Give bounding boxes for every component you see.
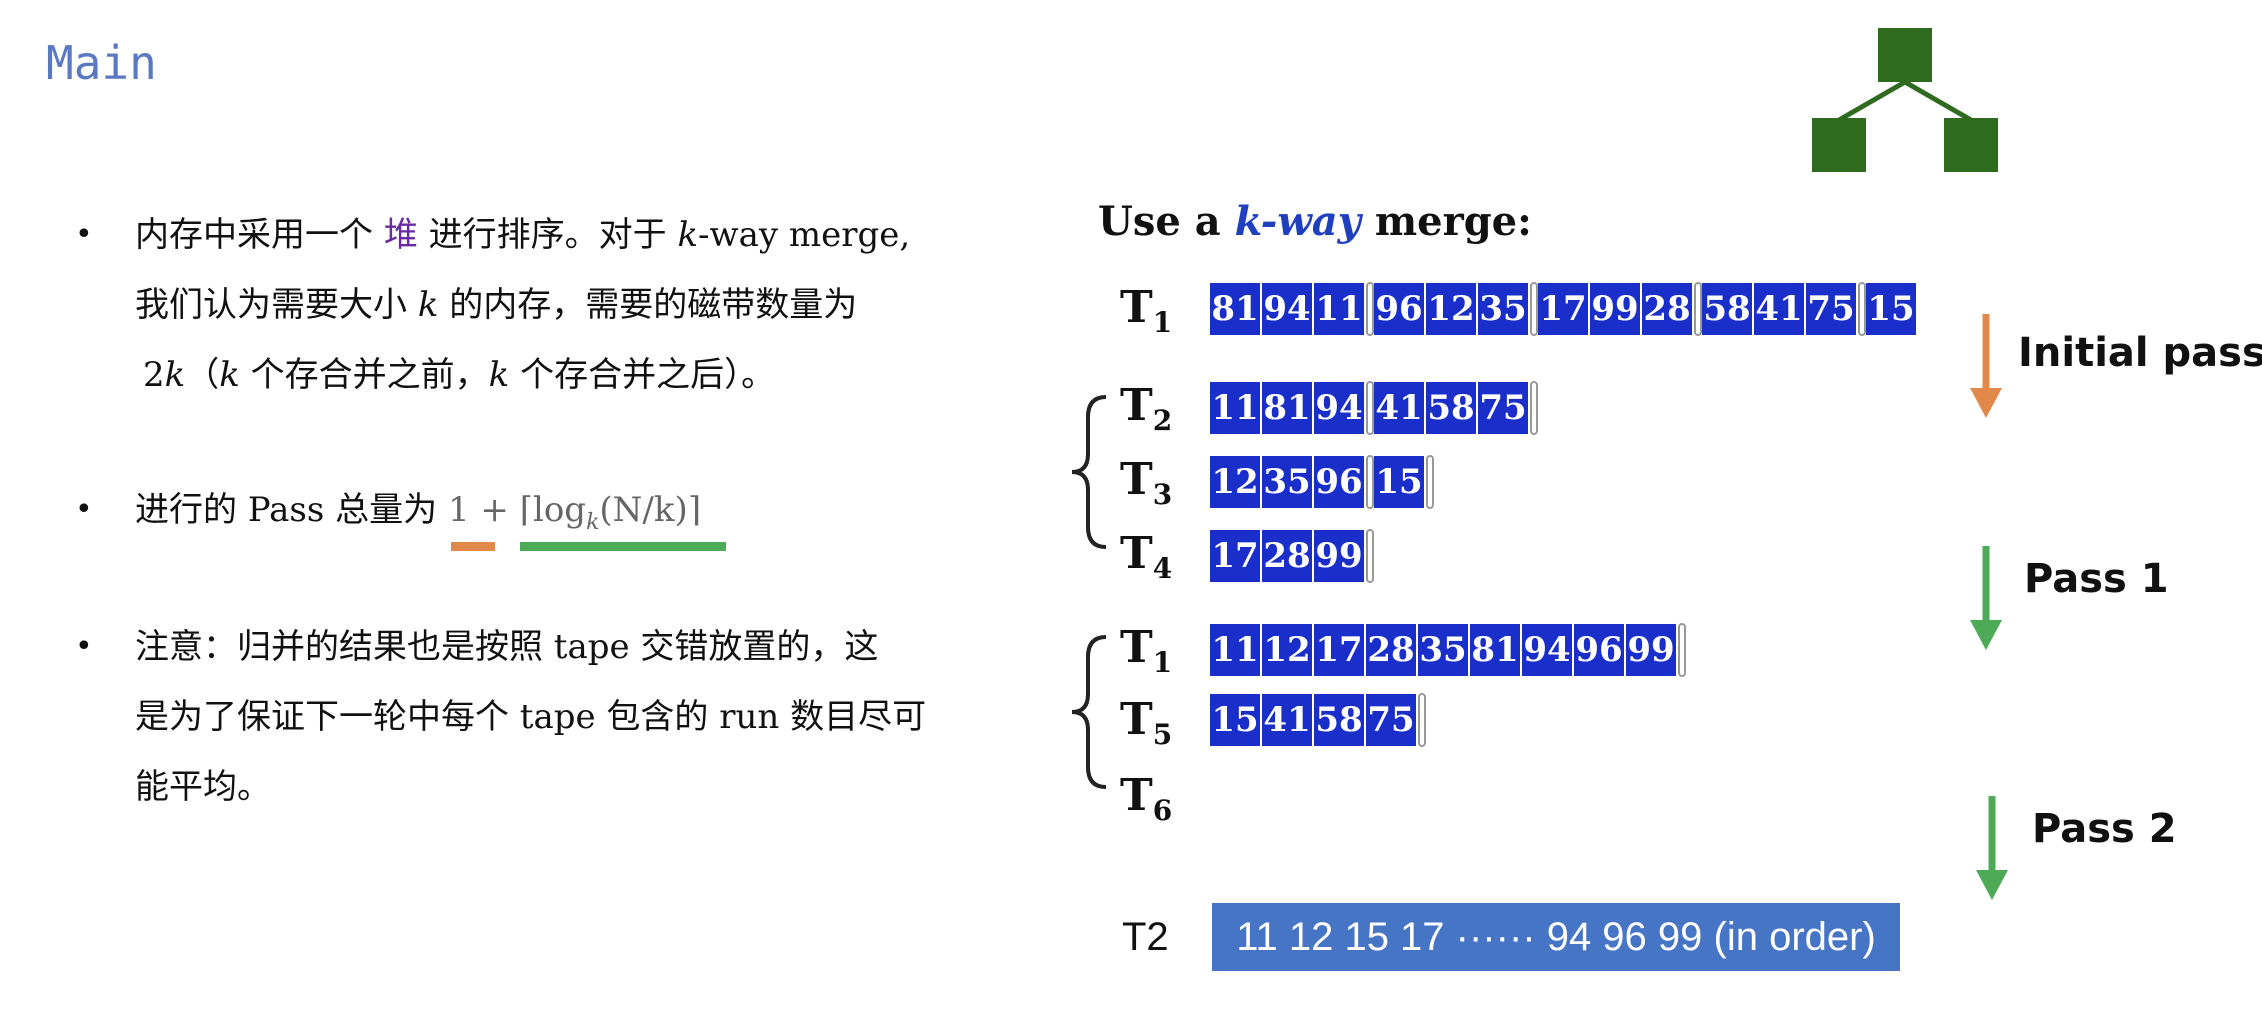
page-title: Main [46, 36, 157, 90]
tape-label-t5: T5 [1120, 694, 1173, 751]
tape-cell: 99 [1314, 530, 1366, 582]
tape-cell: 94 [1262, 283, 1314, 335]
tape-label-t1: T1 [1120, 282, 1173, 339]
final-sorted-run: 11 12 15 17 ······ 94 96 99 (in order) [1212, 903, 1900, 971]
run-separator [1366, 282, 1374, 336]
pass-label-1: Pass 1 [2024, 556, 2169, 602]
tape-cell: 28 [1366, 624, 1418, 676]
tape-label-t1-merged: T1 [1120, 622, 1173, 679]
tape-cell: 75 [1806, 283, 1858, 335]
tape-cell: 15 [1866, 283, 1918, 335]
tape-cell: 99 [1626, 624, 1678, 676]
run-separator [1530, 381, 1538, 435]
bullet-line: 注意：归并的结果也是按照 tape 交错放置的，这 [135, 627, 879, 667]
bullet-line: 是为了保证下一轮中每个 tape 包含的 run 数目尽可 [135, 697, 927, 737]
orange-underline [451, 542, 495, 551]
bullet-dot: • [75, 492, 93, 527]
tape-cell: 81 [1470, 624, 1522, 676]
bullet-dot: • [75, 217, 93, 252]
pass-label-2: Pass 2 [2032, 806, 2177, 852]
tape-cell: 96 [1574, 624, 1626, 676]
tape-label-t3: T3 [1120, 454, 1173, 511]
run-separator [1678, 623, 1686, 677]
tape-cell: 96 [1374, 283, 1426, 335]
tape-cell: 75 [1478, 382, 1530, 434]
merge-heading: Use a k-way merge: [1098, 198, 1532, 245]
tape-cell: 99 [1590, 283, 1642, 335]
tape-cell: 12 [1426, 283, 1478, 335]
run-separator [1418, 693, 1426, 747]
run-separator [1858, 282, 1866, 336]
tape-cell: 41 [1754, 283, 1806, 335]
tape-cell: 81 [1210, 283, 1262, 335]
tape-cell: 81 [1262, 382, 1314, 434]
tape-cell: 28 [1642, 283, 1694, 335]
tape-label-t2: T2 [1120, 380, 1173, 437]
tape-cell: 75 [1366, 694, 1418, 746]
heap-term: 堆 [383, 215, 418, 255]
tape-cell: 15 [1374, 456, 1426, 508]
bullet-dot: • [75, 629, 93, 664]
final-tape-label: T2 [1122, 915, 1169, 959]
tape-cell: 17 [1538, 283, 1590, 335]
run-separator [1426, 455, 1434, 509]
tape-label-t4: T4 [1120, 528, 1173, 585]
brace-left-2 [1071, 635, 1107, 789]
run-separator [1530, 282, 1538, 336]
tape-cell: 11 [1210, 624, 1262, 676]
tape-cell: 41 [1374, 382, 1426, 434]
pass-label-initial: Initial pass [2018, 330, 2262, 376]
bullet-line: 能平均。 [135, 767, 271, 807]
run-separator [1366, 381, 1374, 435]
tape-cell: 11 [1314, 283, 1366, 335]
tape-cell: 94 [1314, 382, 1366, 434]
tape-cell: 35 [1262, 456, 1314, 508]
bullet-line: 我们认为需要大小 k 的内存，需要的磁带数量为 [135, 285, 858, 325]
tape-cell: 12 [1210, 456, 1262, 508]
tape-cell: 58 [1314, 694, 1366, 746]
tape-cell: 35 [1478, 283, 1530, 335]
arrow-down-green-icon [1976, 796, 2008, 900]
tree-icon [1812, 28, 1998, 172]
tape-cell: 11 [1210, 382, 1262, 434]
bullet-line: 进行的 Pass 总量为 1 + ⌈logk(N/k)⌉ [135, 490, 702, 535]
run-separator [1366, 455, 1374, 509]
tape-cell: 96 [1314, 456, 1366, 508]
tape-cell: 41 [1262, 694, 1314, 746]
tape-cell: 28 [1262, 530, 1314, 582]
bullet-line: 2k（k 个存合并之前，k 个存合并之后）。 [143, 355, 776, 395]
arrow-down-green-icon [1970, 546, 2002, 650]
tape-label-t6: T6 [1120, 770, 1173, 827]
green-underline [520, 542, 726, 551]
tape-cell: 58 [1702, 283, 1754, 335]
tape-cell: 12 [1262, 624, 1314, 676]
tape-cell: 35 [1418, 624, 1470, 676]
pass-formula: 1 + ⌈logk(N/k)⌉ [447, 490, 702, 535]
arrow-down-orange-icon [1970, 314, 2002, 418]
tape-cell: 17 [1210, 530, 1262, 582]
run-separator [1694, 282, 1702, 336]
tape-cell: 94 [1522, 624, 1574, 676]
run-separator [1366, 529, 1374, 583]
tape-cell: 58 [1426, 382, 1478, 434]
brace-left-1 [1071, 395, 1107, 549]
tape-cell: 15 [1210, 694, 1262, 746]
tape-cell: 17 [1314, 624, 1366, 676]
bullet-line: 内存中采用一个 堆 进行排序。对于 k-way merge, [135, 215, 911, 255]
